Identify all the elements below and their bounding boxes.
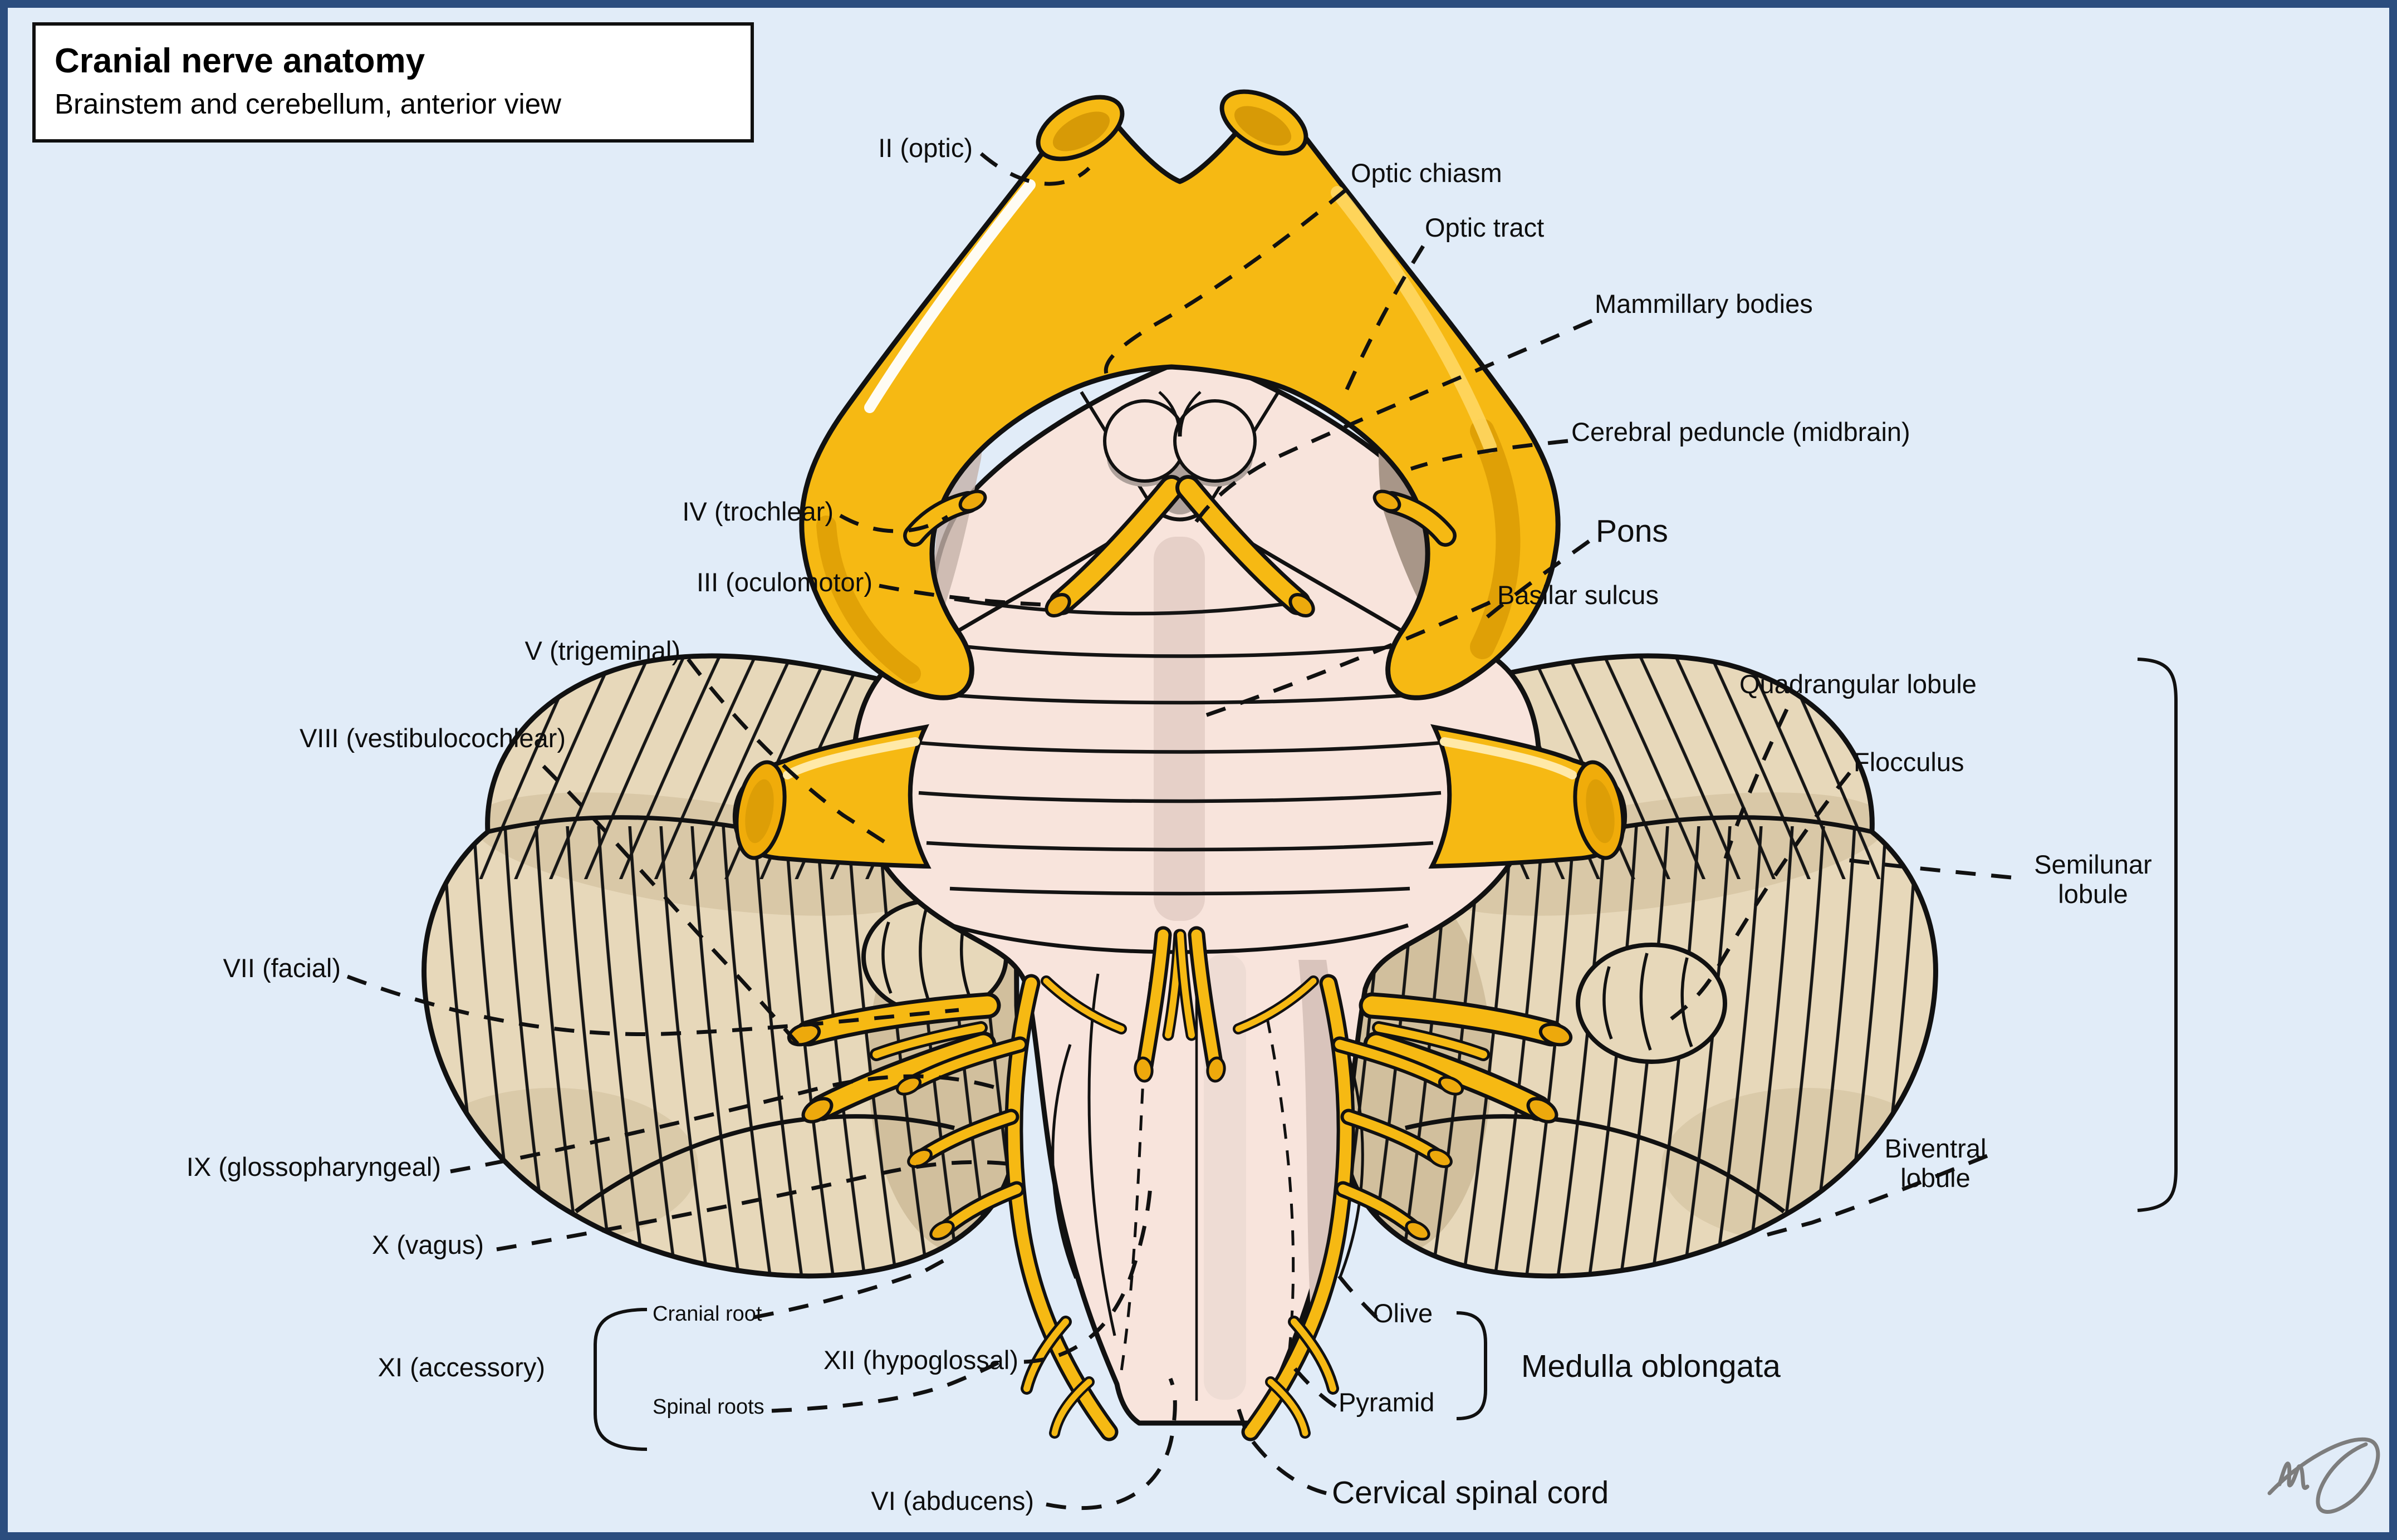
label-vagus: X (vagus) [371, 1230, 484, 1259]
diagram-subtitle: Brainstem and cerebellum, anterior view [55, 88, 561, 120]
flocculus-right-shape [1576, 943, 1727, 1064]
label-semilunar-lobule: Semilunar lobule [2034, 850, 2152, 909]
leader-flocculus [1668, 771, 1851, 1022]
leader-mammillary-bodies [1189, 318, 1593, 530]
label-pyramid: Pyramid [1339, 1387, 1435, 1417]
label-oculomotor: III (oculomotor) [696, 567, 872, 597]
leader-lines [346, 152, 2012, 1510]
label-trochlear: IV (trochlear) [682, 497, 834, 526]
label-quadrangular-lobule: Quadrangular lobule [1739, 669, 1977, 699]
label-hypoglossal: XII (hypoglossal) [823, 1345, 1018, 1375]
label-basilar-sulcus: Basilar sulcus [1497, 580, 1659, 610]
bracket-cerebellar-lobules [2137, 658, 2178, 1212]
label-accessory: XI (accessory) [378, 1352, 545, 1382]
optic-chiasm-and-tracts [799, 89, 1561, 700]
anatomy-canvas [8, 89, 2380, 1514]
brackets [594, 658, 2178, 1451]
leader-pyramid [1291, 1365, 1337, 1408]
leader-vagus [496, 1160, 1017, 1252]
signature-scribble [2267, 1437, 2380, 1514]
leader-basilar-sulcus [1203, 600, 1491, 718]
leader-hypoglossal [1023, 1186, 1153, 1364]
label-trigeminal: V (trigeminal) [525, 636, 680, 665]
leader-semilunar-lobule [1844, 857, 2012, 880]
pyramid-border-left [1119, 982, 1152, 1379]
leader-abducens [1046, 1377, 1177, 1510]
leader-facial [346, 974, 959, 1036]
label-medulla-oblongata: Medulla oblongata [1521, 1348, 1781, 1384]
label-olive: Olive [1373, 1298, 1433, 1328]
leader-optic-tract [1343, 245, 1425, 394]
leader-trigeminal [687, 658, 891, 847]
label-cranial-root: Cranial root [653, 1302, 762, 1326]
leader-pons [1474, 540, 1591, 629]
label-glossopharyngeal: IX (glossopharyngeal) [186, 1152, 441, 1181]
label-vestibulocochlear: VIII (vestibulocochlear) [299, 723, 566, 753]
label-optic-tract: Optic tract [1425, 213, 1545, 242]
leader-oculomotor [879, 583, 1045, 607]
label-biventral-lobule: Biventral lobule [1884, 1134, 1987, 1193]
label-cerebral-peduncle: Cerebral peduncle (midbrain) [1571, 417, 1910, 447]
bracket-medulla-oblongata [1456, 1311, 1487, 1420]
label-cervical-spinal-cord: Cervical spinal cord [1332, 1475, 1609, 1510]
label-mammillary-bodies: Mammillary bodies [1595, 289, 1813, 318]
leader-glossopharyngeal [450, 1074, 1007, 1174]
label-flocculus: Flocculus [1854, 747, 1964, 777]
leader-spinal-roots [771, 1353, 1012, 1413]
leader-quadrangular-lobule [1723, 708, 1789, 860]
mammillary-bodies-shape [1103, 391, 1257, 514]
bracket-accessory-roots [594, 1308, 648, 1451]
title-box: Cranial nerve anatomy Brainstem and cere… [32, 22, 754, 143]
leader-olive [1330, 1265, 1378, 1319]
leader-optic-chiasm [1104, 189, 1347, 377]
leader-cervical-spinal-cord [1233, 1399, 1327, 1495]
leader-trochlear [839, 513, 949, 533]
label-optic-chiasm: Optic chiasm [1351, 158, 1502, 188]
label-spinal-roots: Spinal roots [653, 1395, 764, 1419]
leader-optic-nerve [979, 152, 1091, 186]
leader-cerebral-peduncle [1410, 439, 1568, 471]
olive-outline-left [1051, 1044, 1077, 1279]
label-facial: VII (facial) [223, 953, 341, 983]
diagram-title: Cranial nerve anatomy [55, 42, 425, 80]
label-abducens: VI (abducens) [871, 1486, 1034, 1516]
basilar-sulcus-shade [1154, 537, 1205, 921]
leader-vestibulocochlear [542, 764, 803, 1049]
label-optic-nerve: II (optic) [878, 133, 973, 163]
olive-outline-right [1338, 1044, 1364, 1279]
pyramid-border-right [1266, 1018, 1295, 1396]
medulla-details [1051, 968, 1364, 1401]
label-pons: Pons [1596, 513, 1668, 549]
